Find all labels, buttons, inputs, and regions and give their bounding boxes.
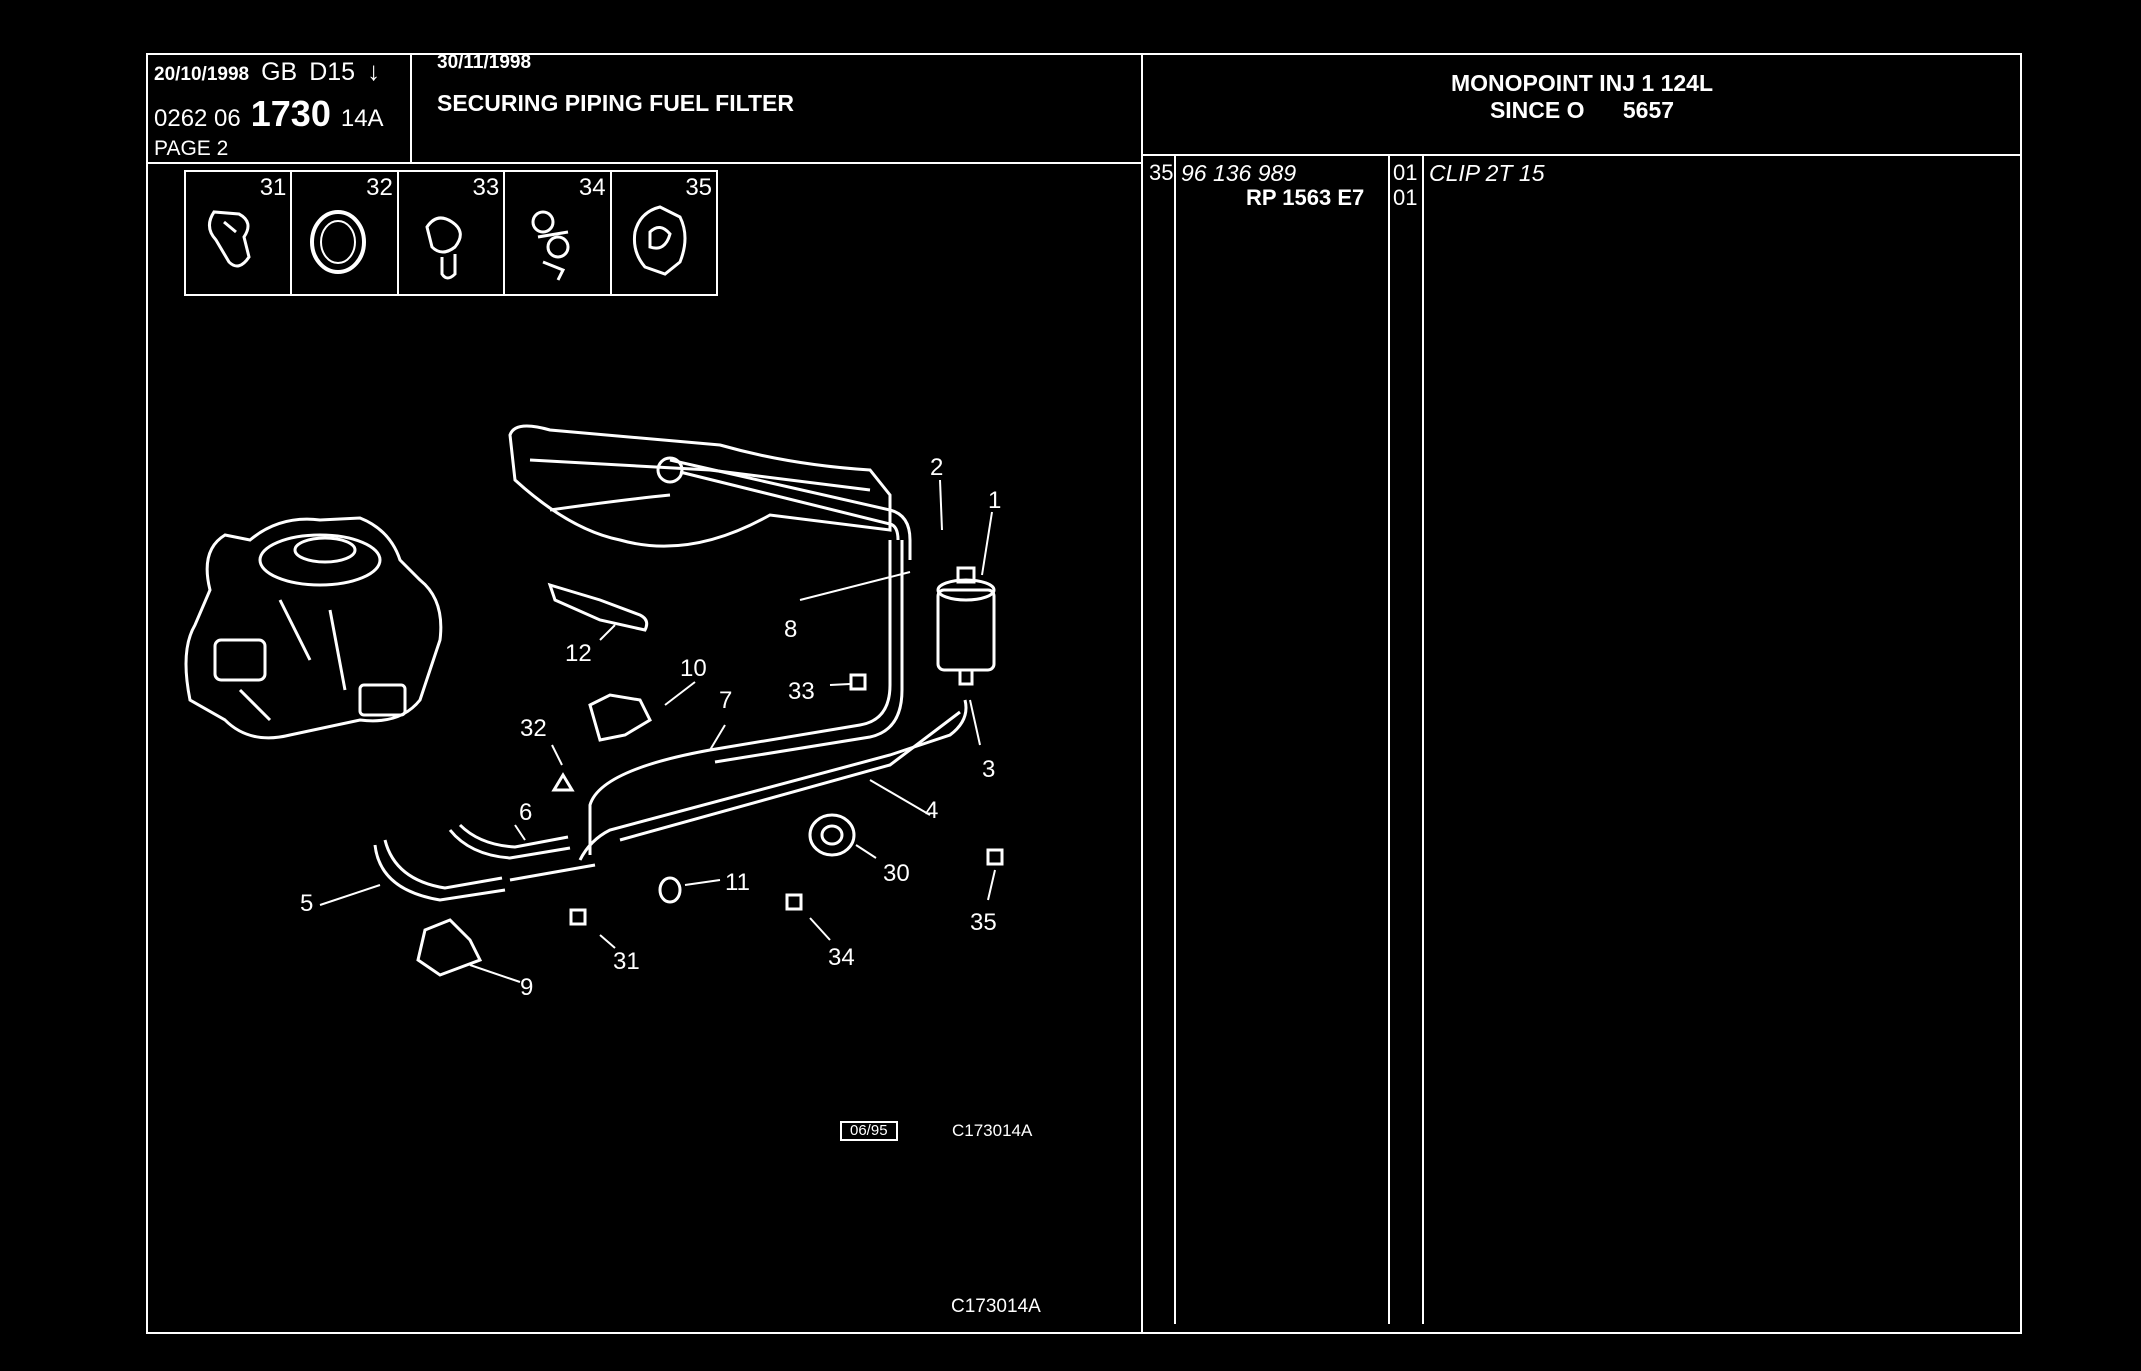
col-sep-1	[1174, 154, 1176, 1324]
ref-prefix: 0262 06	[154, 105, 241, 132]
item-number: 35	[1149, 160, 1174, 185]
model-line-2: SINCE O 5657	[1489, 97, 1675, 123]
callout-33: 33	[788, 678, 815, 705]
fuel-pipes-drawing	[373, 458, 968, 902]
thumbnail-number: 32	[366, 174, 393, 201]
thumbnail-35[interactable]: 35	[612, 172, 716, 294]
frame-right	[2020, 53, 2022, 1334]
callout-7: 7	[719, 687, 732, 714]
thumbnail-34[interactable]: 34	[505, 172, 612, 294]
throttle-body-drawing	[184, 516, 443, 740]
fuel-filter-drawing	[936, 566, 996, 686]
thumbnail-32[interactable]: 32	[292, 172, 399, 294]
page-number: PAGE 2	[154, 137, 229, 160]
date-stamp: 06/95	[840, 1121, 898, 1141]
exploded-diagram: 1 2 3 4 5 6 7 8 9 10 11 12 30 31 32 33 3…	[184, 424, 1004, 1001]
revision-date: 30/11/1998	[437, 52, 532, 73]
callout-35: 35	[970, 909, 997, 936]
callout-32: 32	[520, 715, 547, 742]
thumbnail-33[interactable]: 33	[399, 172, 506, 294]
callout-34: 34	[828, 944, 855, 971]
callout-31: 31	[613, 948, 640, 975]
part-number: RP 1563 E7	[1246, 185, 1365, 210]
callout-8: 8	[784, 616, 797, 643]
clip-icon	[208, 210, 251, 268]
ref-suffix: 14A	[340, 105, 384, 132]
frame-bottom	[146, 1332, 2022, 1334]
thumbnail-number: 31	[259, 174, 287, 201]
header-vsep	[410, 53, 412, 163]
header-divider-right	[1142, 154, 2022, 156]
header-date: 20/10/1998	[154, 64, 250, 85]
header-left-block: 20/10/1998 GB D15 ↓ 0262 06 1730 14A PAG…	[154, 56, 404, 161]
retaining-clip-icon	[632, 205, 687, 276]
callout-10: 10	[680, 655, 707, 682]
quantity: 01	[1393, 185, 1418, 210]
callout-11: 11	[725, 869, 750, 896]
model-code: D15	[309, 58, 356, 86]
callout-12: 12	[565, 640, 592, 667]
callout-1: 1	[988, 487, 1001, 514]
thumbnail-31[interactable]: 31	[186, 172, 293, 294]
frame-left	[146, 53, 148, 1334]
part-number: 96 136 989	[1181, 160, 1297, 186]
pipe-clip-icon	[425, 216, 462, 280]
header-mid-block: 30/11/1998 SECURING PIPING FUEL FILTER	[437, 52, 794, 117]
quantity: 01	[1393, 160, 1418, 185]
thumbnail-number: 35	[685, 174, 713, 201]
description: CLIP 2T 15	[1429, 160, 1545, 186]
header-model-block: MONOPOINT INJ 1 124L SINCE O 5657	[1143, 70, 2021, 124]
down-arrow-icon: ↓	[367, 56, 381, 86]
callout-9: 9	[520, 974, 533, 1001]
thumbnail-strip: 31 32 33 34 35	[184, 170, 718, 296]
region-code: GB	[261, 58, 298, 86]
model-line-1: MONOPOINT INJ 1 124L	[1450, 70, 1713, 96]
ref-main: 1730	[250, 93, 331, 134]
diagram-ref-code: C173014A	[952, 1121, 1033, 1140]
callout-5: 5	[300, 890, 313, 917]
col-sep-3	[1422, 154, 1424, 1324]
intake-cover-drawing	[508, 424, 892, 548]
footer-ref-code: C173014A	[951, 1296, 1041, 1317]
callout-2: 2	[930, 454, 943, 481]
hose-clamp-icon	[310, 210, 367, 274]
col-sep-2	[1388, 154, 1390, 1324]
table-row: RP 1563 E7 01	[1143, 185, 2021, 211]
header-divider-left	[146, 162, 1142, 164]
callout-30: 30	[883, 860, 910, 887]
callout-4: 4	[925, 797, 938, 824]
small-parts-drawing	[416, 582, 1004, 977]
thumbnail-number: 34	[578, 174, 606, 201]
double-clip-icon	[531, 210, 570, 281]
callout-3: 3	[982, 756, 995, 783]
table-row: 35 96 136 989 01 CLIP 2T 15	[1143, 160, 2021, 186]
leader-lines	[319, 479, 996, 983]
callout-6: 6	[519, 799, 532, 826]
frame-top	[146, 53, 2022, 55]
callout-labels: 1 2 3 4 5 6 7 8 9 10 11 12 30 31 32 33 3…	[300, 454, 1001, 1001]
main-vsep	[1141, 53, 1143, 1334]
thumbnail-number: 33	[472, 174, 500, 201]
page-title: SECURING PIPING FUEL FILTER	[437, 90, 794, 116]
